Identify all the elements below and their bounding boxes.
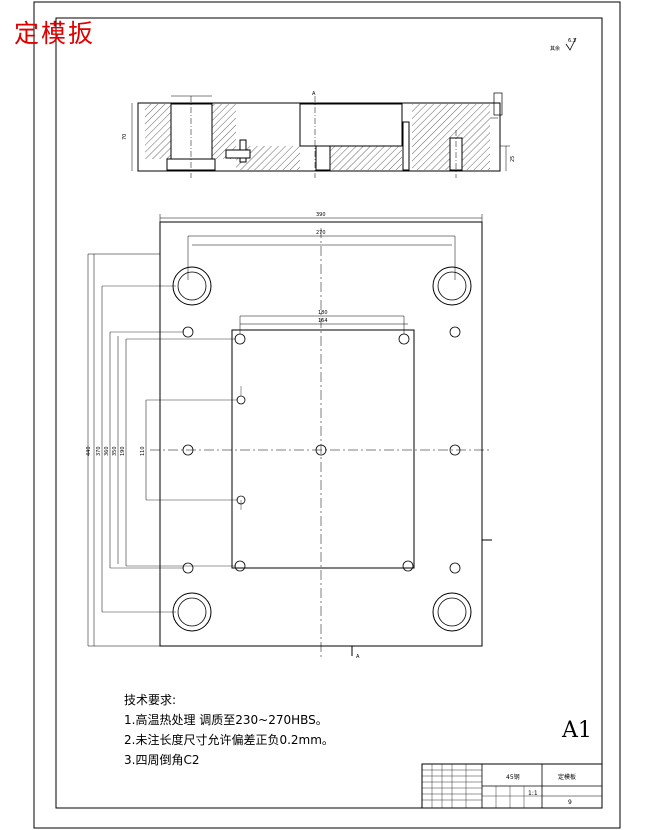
outer-border: [33, 1, 621, 829]
note-item-3: 3.四周倒角C2: [124, 753, 200, 767]
roughness-note: 其余: [550, 45, 560, 52]
title-block-sheet-no: 9: [568, 799, 572, 806]
roughness-symbol: [565, 37, 577, 51]
note-item-2: 2.未注长度尺寸允许偏差正负0.2mm。: [124, 733, 334, 747]
dim-height-3: 360: [104, 446, 110, 456]
dim-insert-width: 164: [318, 318, 328, 324]
dim-overall-height: 440: [86, 446, 92, 456]
title-block-part-name: 定模板: [558, 774, 577, 781]
dim-cavity-height: 190: [120, 446, 126, 456]
notes-title: 技术要求:: [124, 693, 177, 707]
section-view: [131, 92, 510, 178]
dim-height-2: 370: [96, 446, 102, 456]
dim-overall-width: 390: [316, 212, 326, 218]
title-block-material: 45钢: [506, 774, 520, 781]
dim-plate-thickness: 70: [122, 134, 128, 140]
sheet-size-label: A1: [562, 718, 592, 743]
dim-depth: 25: [510, 156, 516, 162]
plan-view: [87, 214, 492, 660]
view-label: A: [356, 654, 360, 660]
note-item-1: 1.高温热处理 调质至230~270HBS。: [124, 713, 328, 727]
stamp-title: 定模扳: [14, 19, 96, 48]
technical-requirements: 技术要求: 1.高温热处理 调质至230~270HBS。 2.未注长度尺寸允许偏…: [124, 690, 334, 770]
dim-slot-height: 110: [140, 446, 146, 456]
inner-border: [55, 17, 603, 809]
dim-cavity-width: 180: [318, 310, 328, 316]
title-block-scale: 1:1: [528, 790, 538, 797]
dim-height-4: 350: [112, 446, 118, 456]
dim-bolt-span: 270: [316, 230, 326, 236]
roughness-value: 6.3: [568, 38, 576, 44]
section-marker: A: [312, 91, 316, 97]
title-block: [421, 763, 603, 809]
